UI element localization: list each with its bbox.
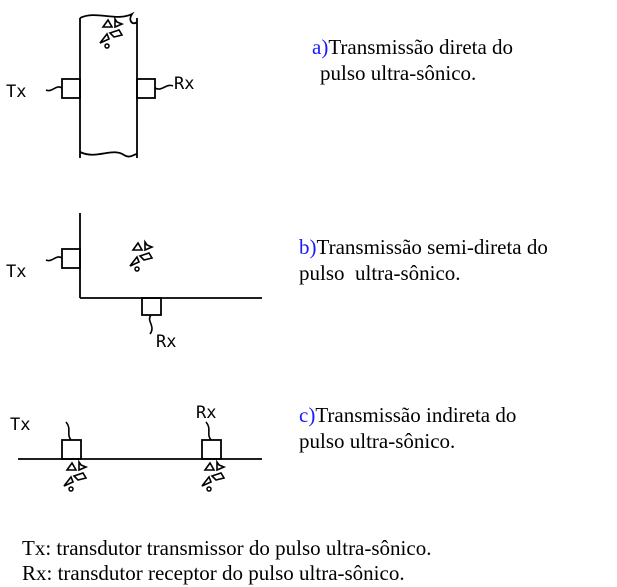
aggregate-icon — [99, 18, 123, 49]
caption-text: pulso ultra-sônico. — [299, 429, 456, 453]
aggregate-icon — [129, 241, 153, 272]
caption-text: Transmissão direta do — [328, 35, 514, 59]
receiver-cable — [205, 421, 212, 441]
rx-label: Rx — [196, 403, 216, 423]
receiver-transducer — [136, 78, 156, 99]
caption-letter: b) — [299, 235, 317, 259]
tx-label: Tx — [10, 415, 30, 435]
receiver-transducer — [201, 439, 222, 460]
diagram-a: Tx Rx — [6, 11, 194, 158]
legend-tx: Tx: transdutor transmissor do pulso ultr… — [22, 536, 432, 560]
diagram-c: Tx Rx — [10, 403, 262, 492]
transmitter-transducer — [61, 439, 82, 460]
transmitter-cable — [45, 256, 63, 262]
tx-label: Tx — [6, 82, 26, 102]
rx-label: Rx — [174, 74, 194, 94]
receiver-cable — [148, 314, 153, 335]
caption-b: b)Transmissão semi-direta do pulso ultra… — [299, 234, 548, 286]
caption-text: Transmissão indireta do — [315, 403, 517, 427]
aggregate-icon — [201, 461, 225, 492]
caption-text: Transmissão semi-direta do — [316, 235, 548, 259]
transmitter-cable — [65, 421, 72, 441]
caption-letter: c) — [299, 403, 316, 427]
caption-a: a)Transmissão direta do pulso ultra-sôni… — [312, 34, 513, 86]
receiver-transducer — [141, 297, 162, 316]
transmitter-cable — [45, 86, 63, 92]
caption-letter: a) — [312, 35, 329, 59]
receiver-cable — [154, 84, 174, 90]
diagram-b: Tx Rx — [6, 213, 262, 352]
legend-rx: Rx: transdutor receptor do pulso ultra-s… — [22, 561, 405, 585]
transmitter-transducer — [61, 248, 81, 269]
aggregate-icon — [63, 461, 87, 492]
caption-text: pulso ultra-sônico. — [299, 261, 461, 285]
transmitter-transducer — [61, 78, 81, 99]
caption-text: pulso ultra-sônico. — [320, 61, 477, 85]
rx-label: Rx — [156, 332, 176, 352]
tx-label: Tx — [6, 262, 26, 282]
caption-c: c)Transmissão indireta do pulso ultra-sô… — [299, 402, 516, 454]
